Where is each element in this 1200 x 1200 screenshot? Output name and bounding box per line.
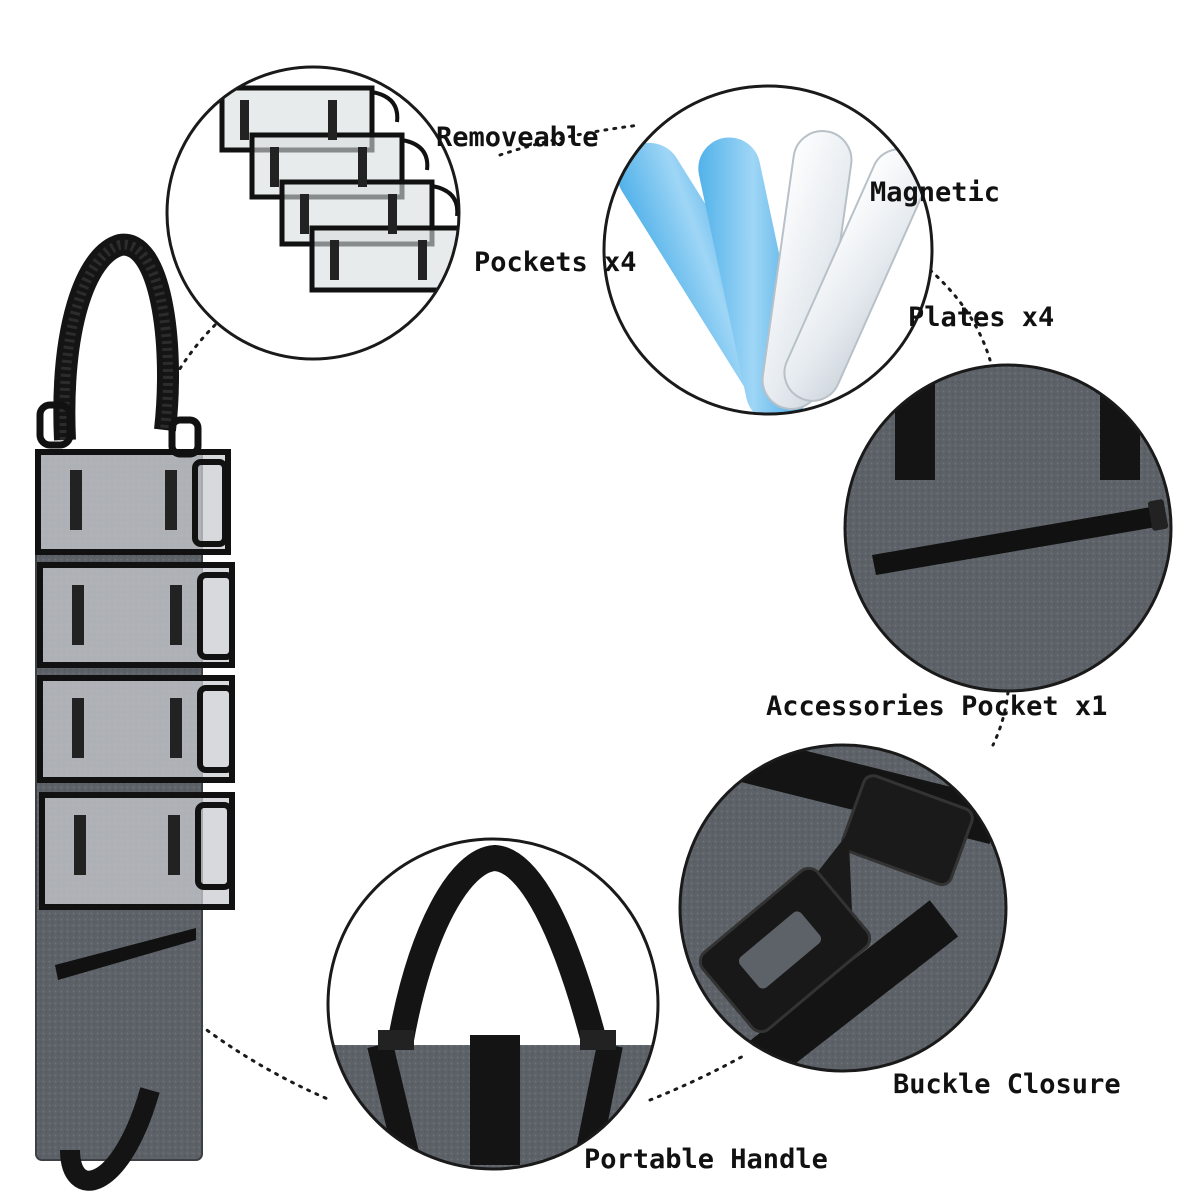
dotted-connectors (163, 123, 1010, 1102)
clear-pocket-2 (37, 562, 235, 668)
portable-handle-circle (326, 837, 660, 1171)
removeable-pockets-circle (165, 65, 461, 361)
clear-pocket-4 (39, 792, 235, 910)
clear-pocket-1 (35, 449, 231, 555)
removeable-pockets-line2: Pockets x4 (474, 247, 637, 279)
accessories-pocket-circle (843, 363, 1173, 693)
clear-pocket-3 (37, 675, 235, 783)
portable-handle-label: Portable Handle (584, 1144, 828, 1175)
magnetic-plates-circle (602, 84, 934, 416)
buckle-male (698, 866, 872, 1034)
magnetic-plates-line2: Plates x4 (908, 302, 1055, 334)
removeable-pockets-label: Removeable Pockets x4 (436, 33, 637, 326)
organizer-product (35, 233, 235, 1191)
removeable-pockets-line1: Removeable (436, 121, 599, 153)
accessories-pocket-label: Accessories Pocket x1 (766, 691, 1108, 722)
magnetic-plates-line1: Magnetic (870, 176, 1001, 208)
magnetic-plates-label: Magnetic Plates x4 (870, 88, 1054, 381)
buckle-closure-label: Buckle Closure (893, 1069, 1121, 1100)
